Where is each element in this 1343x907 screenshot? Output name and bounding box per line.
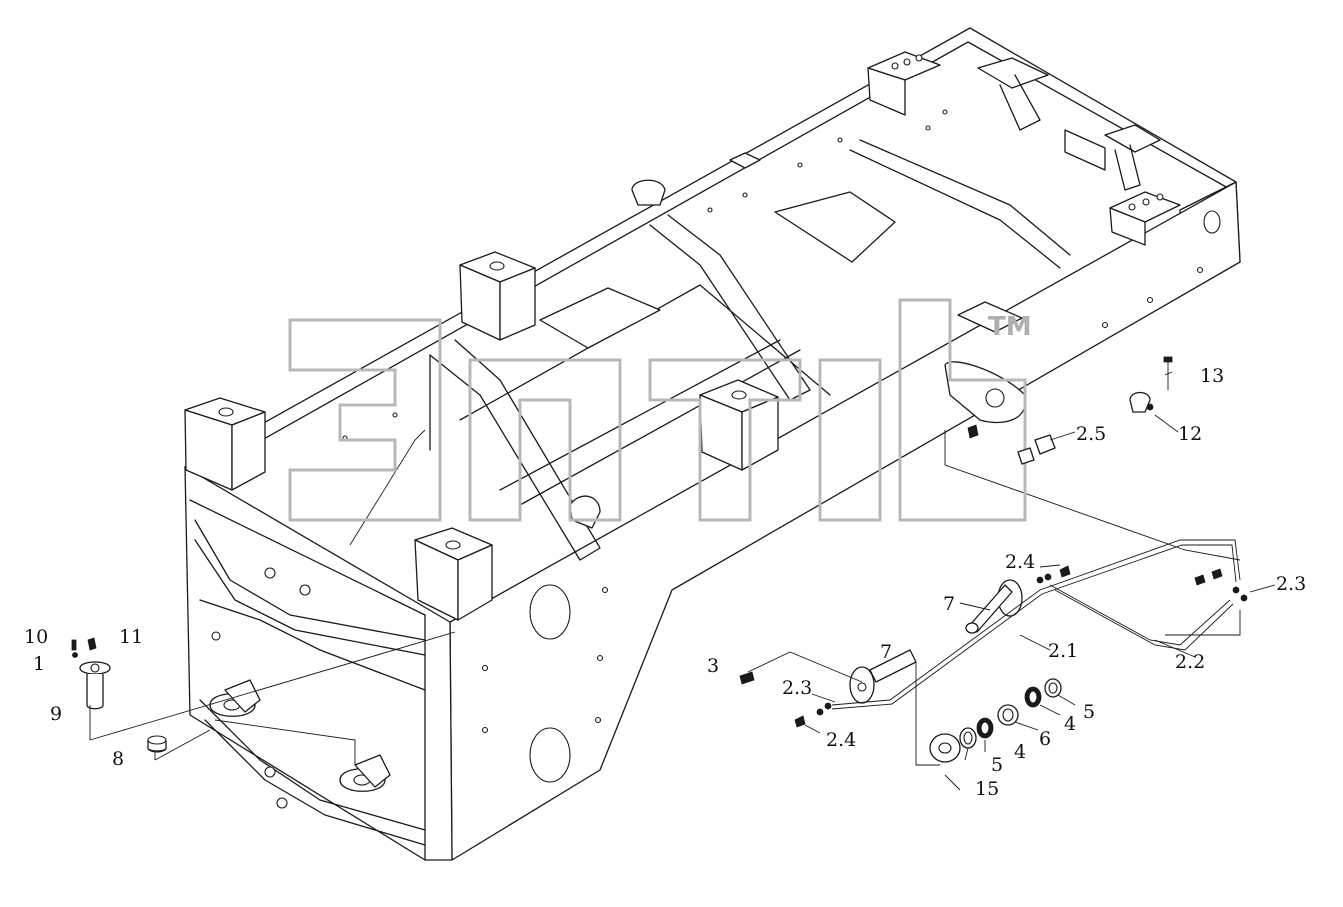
part-seal-4-upper xyxy=(1024,686,1042,708)
part-seal-5-lower xyxy=(959,727,977,749)
callout-2-2: 2.2 xyxy=(1175,651,1205,673)
callout-3: 3 xyxy=(707,655,719,677)
part-fitting-2-5 xyxy=(967,424,1056,465)
mount-block-center-left xyxy=(459,251,536,341)
mount-block-rear-mid xyxy=(977,57,1161,191)
mount-block-front-left xyxy=(184,397,266,491)
trademark-mark: TM xyxy=(988,312,1032,342)
callout-5-upper: 5 xyxy=(1083,701,1095,723)
pivot-lower-right xyxy=(339,754,391,792)
callout-4-lower: 4 xyxy=(1014,741,1026,763)
callout-13: 13 xyxy=(1200,365,1224,387)
callout-4-upper: 4 xyxy=(1064,713,1076,735)
callout-8: 8 xyxy=(112,748,124,770)
pivot-lower-left xyxy=(209,679,261,717)
part-clamp-12 xyxy=(1129,391,1154,413)
part-bolt-3 xyxy=(739,671,755,685)
part-shaft-7-lower xyxy=(849,649,917,704)
callout-2-5: 2.5 xyxy=(1076,423,1106,445)
part-bolt-2-4-lower xyxy=(794,715,806,728)
mount-block-rear-right xyxy=(1109,191,1181,246)
part-bolt-13 xyxy=(1163,356,1173,390)
callout-9: 9 xyxy=(50,703,62,725)
callout-2-3-lower: 2.3 xyxy=(782,677,812,699)
callout-labels: 10 11 1 9 8 13 12 2.5 2.4 2.3 7 2.1 2.2 … xyxy=(24,365,1306,800)
mount-block-center-right xyxy=(699,379,779,471)
callout-12: 12 xyxy=(1178,423,1202,445)
callout-1: 1 xyxy=(33,653,45,675)
part-washer-15 xyxy=(929,733,961,763)
callout-5-lower: 5 xyxy=(991,754,1003,776)
callout-7-upper: 7 xyxy=(943,593,955,615)
main-frame xyxy=(184,27,1241,861)
part-bearing-housing-9 xyxy=(71,637,111,710)
watermark: TM xyxy=(288,298,1032,522)
part-seal-5-upper xyxy=(1044,678,1062,698)
callout-11: 11 xyxy=(119,626,143,648)
callout-10: 10 xyxy=(24,626,48,648)
mount-block-rear-left xyxy=(867,51,941,116)
leader-lines xyxy=(89,371,1276,791)
callout-2-4-upper: 2.4 xyxy=(1005,551,1035,573)
part-bushing-8 xyxy=(147,735,167,753)
part-spacer-6 xyxy=(997,704,1019,726)
callout-2-3-upper: 2.3 xyxy=(1276,573,1306,595)
part-seal-4-lower xyxy=(976,717,994,739)
callout-2-4-lower: 2.4 xyxy=(826,729,856,751)
callout-15: 15 xyxy=(975,778,999,800)
callout-7-lower: 7 xyxy=(880,641,892,663)
callout-2-1: 2.1 xyxy=(1048,640,1078,662)
callout-6: 6 xyxy=(1039,728,1051,750)
part-shaft-7-upper xyxy=(965,579,1023,634)
mount-block-front-mid xyxy=(414,527,493,621)
